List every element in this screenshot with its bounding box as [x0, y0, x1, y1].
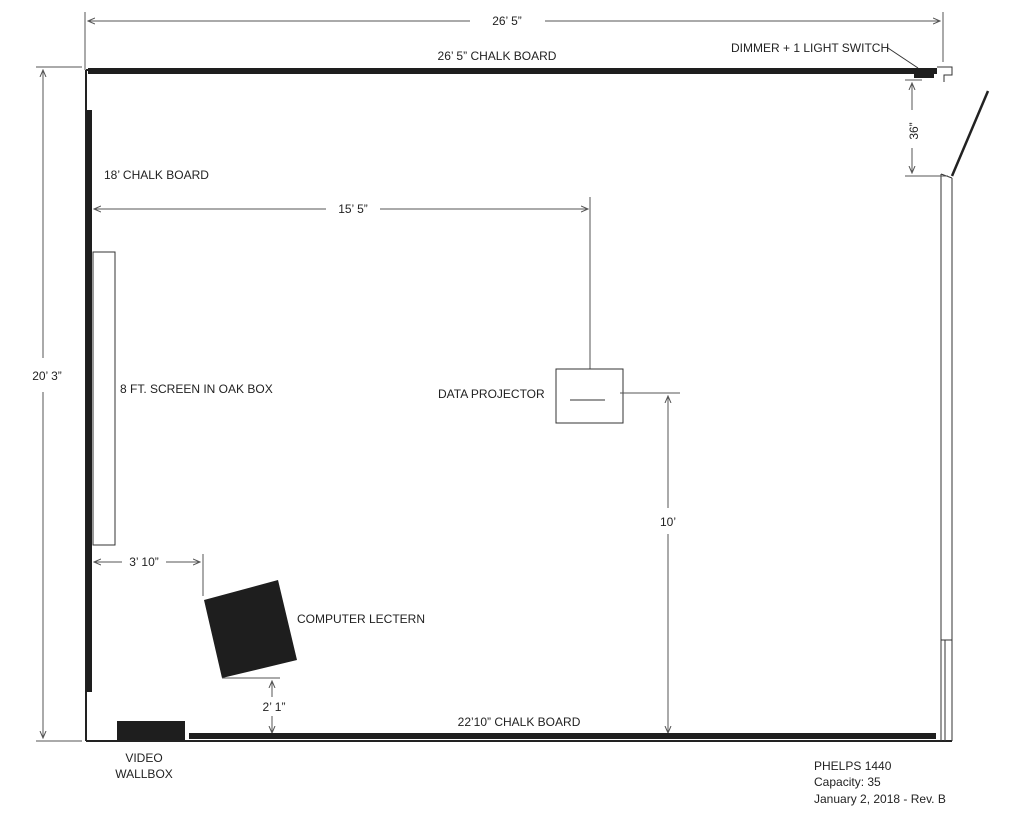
- bottom-board-label: 22’10” CHALK BOARD: [458, 715, 581, 729]
- top-width-label: 26’ 5”: [492, 14, 522, 28]
- door-offset-dimension: 36”: [905, 79, 948, 177]
- video-label-line2: WALLBOX: [115, 767, 173, 781]
- board-to-projector-dimension: 15’ 5”: [94, 197, 591, 400]
- top-chalk-board: [88, 68, 937, 74]
- computer-lectern: [204, 580, 297, 678]
- video-wallbox: [117, 721, 185, 740]
- projection-screen: [92, 251, 116, 546]
- projector-to-bottom-label: 10’: [660, 515, 676, 529]
- screen-to-lectern-dimension: 3’ 10”: [94, 554, 204, 596]
- board-to-projector-label: 15’ 5”: [338, 202, 368, 216]
- left-height-label: 20’ 3”: [32, 369, 62, 383]
- bottom-chalk-board: [189, 733, 936, 739]
- room-capacity: Capacity: 35: [814, 775, 881, 789]
- left-height-dimension: 20’ 3”: [32, 66, 82, 742]
- left-board-label: 18’ CHALK BOARD: [104, 168, 209, 182]
- dimmer-leader: [887, 47, 919, 69]
- top-board-label: 26’ 5” CHALK BOARD: [438, 49, 557, 63]
- video-label-line1: VIDEO: [125, 751, 162, 765]
- screen-label: 8 FT. SCREEN IN OAK BOX: [120, 382, 273, 396]
- left-chalk-board: [86, 110, 92, 692]
- lectern-label: COMPUTER LECTERN: [297, 612, 425, 626]
- room-name: PHELPS 1440: [814, 759, 892, 773]
- lectern-to-bottom-dimension: 2’ 1”: [222, 677, 286, 733]
- screen-to-lectern-label: 3’ 10”: [129, 555, 159, 569]
- data-projector: [555, 368, 624, 424]
- dimmer-switch: [914, 69, 934, 78]
- door-offset-label: 36”: [907, 122, 921, 139]
- door-leaf: [950, 90, 990, 177]
- projector-to-bottom-dimension: 10’: [620, 392, 680, 733]
- top-width-dimension: 26’ 5”: [84, 12, 944, 70]
- projector-label: DATA PROJECTOR: [438, 387, 545, 401]
- lectern-to-bottom-label: 2’ 1”: [263, 700, 286, 714]
- dimmer-label: DIMMER + 1 LIGHT SWITCH: [731, 41, 889, 55]
- room-revision: January 2, 2018 - Rev. B: [814, 792, 946, 806]
